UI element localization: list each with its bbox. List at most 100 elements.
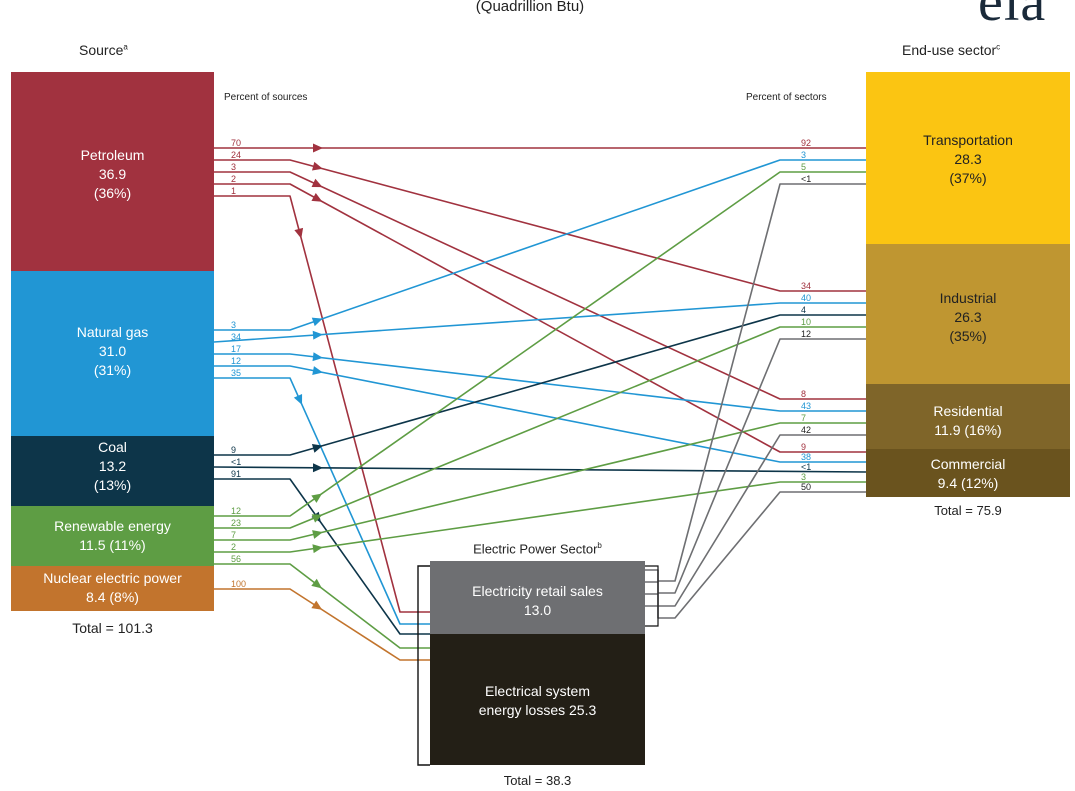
flow-line <box>645 338 866 594</box>
sector-percent-label: 8 <box>801 389 807 399</box>
source-coal-value: 13.2 <box>98 458 127 474</box>
flow-line <box>214 422 866 541</box>
source-petroleum-share: (36%) <box>93 185 132 201</box>
percent-of-sectors-label: Percent of sectors <box>746 92 827 103</box>
flow-line <box>645 491 866 619</box>
source-percent-label: 12 <box>231 356 242 366</box>
sector-percent-label: 92 <box>801 138 812 148</box>
flow-line <box>214 365 866 463</box>
sector-residential-name: Residential <box>933 403 1003 419</box>
flow-arrow-icon <box>313 143 323 153</box>
flow-line <box>645 434 866 607</box>
source-natural-gas-name: Natural gas <box>76 324 149 340</box>
sector-commercial-value: 9.4 (12%) <box>937 475 999 491</box>
flow-arrow-icon <box>311 444 323 453</box>
flow-arrow-icon <box>312 161 323 171</box>
source-box-petroleum: Petroleum 36.9 (36%) <box>11 72 214 271</box>
sector-percent-label: 50 <box>801 482 812 492</box>
source-percent-label: 91 <box>231 469 242 479</box>
flow-arrow-icon <box>293 393 303 405</box>
source-percent-label: 3 <box>231 320 237 330</box>
sector-residential-value: 11.9 (16%) <box>934 422 1002 438</box>
eia-logo: eia <box>978 0 1047 33</box>
sector-percent-label: <1 <box>801 174 812 184</box>
sector-percent-label: 4 <box>801 305 807 315</box>
flow-arrow-icon <box>312 330 323 340</box>
flow-arrow-icon <box>311 317 323 327</box>
retail-sales-label: Electricity retail sales <box>472 583 603 599</box>
flow-line <box>214 326 866 529</box>
flow-line <box>214 478 430 635</box>
source-percent-label: 1 <box>231 186 237 196</box>
sector-percent-label: 38 <box>801 452 812 462</box>
sector-percent-label: 40 <box>801 293 812 303</box>
sector-percent-label: 42 <box>801 425 812 435</box>
sector-percent-label: 7 <box>801 413 807 423</box>
flow-arrow-icon <box>312 463 323 473</box>
sector-percent-label: <1 <box>801 462 812 472</box>
flow-line <box>214 314 866 456</box>
sector-industrial-name: Industrial <box>939 290 997 306</box>
sector-percent-label: 5 <box>801 162 807 172</box>
flow-line <box>214 563 430 649</box>
diagram-subtitle: (Quadrillion Btu) <box>475 0 585 15</box>
source-percent-label: 9 <box>231 445 237 455</box>
electric-power-total: Total = 38.3 <box>503 773 572 788</box>
sector-box-industrial: Industrial 26.3 (35%) <box>866 244 1070 384</box>
sector-percent-label: 9 <box>801 442 807 452</box>
source-total: Total = 101.3 <box>72 620 153 636</box>
sector-percent-label: 12 <box>801 329 812 339</box>
source-percent-label: 56 <box>231 554 242 564</box>
source-nuclear-value: 8.4 (8%) <box>86 589 139 605</box>
source-box-coal: Coal 13.2 (13%) <box>11 436 214 506</box>
source-percent-label: 100 <box>231 579 247 589</box>
source-renewable-name: Renewable energy <box>54 518 171 534</box>
sector-industrial-value: 26.3 <box>954 309 982 325</box>
enduse-heading: End-use sectorc <box>902 42 1001 58</box>
source-nuclear-name: Nuclear electric power <box>43 570 182 586</box>
source-percent-label: 24 <box>231 150 242 160</box>
flow-arrow-icon <box>312 366 323 375</box>
flow-arrow-icon <box>312 352 323 362</box>
flow-arrow-icon <box>311 578 322 589</box>
source-percent-label: 35 <box>231 368 242 378</box>
flow-line <box>214 159 866 292</box>
flow-line <box>213 466 867 473</box>
flow-arrow-icon <box>311 178 323 188</box>
flow-line <box>214 159 866 331</box>
source-natural-gas-share: (31%) <box>93 362 132 378</box>
sector-transportation-share: (37%) <box>949 170 987 186</box>
electricity-retail-sales-box: Electricity retail sales 13.0 <box>430 561 645 634</box>
source-percent-label: 17 <box>231 344 242 354</box>
flow-line <box>214 195 430 613</box>
source-percent-label: 12 <box>231 506 242 516</box>
sector-percent-label: 3 <box>801 472 807 482</box>
system-losses-label: Electrical system <box>484 683 591 699</box>
source-percent-label: 23 <box>231 518 242 528</box>
source-natural-gas-value: 31.0 <box>98 343 127 359</box>
source-petroleum-value: 36.9 <box>98 166 127 182</box>
retail-sales-value: 13.0 <box>523 602 552 618</box>
sector-box-residential: Residential 11.9 (16%) <box>866 384 1070 449</box>
flow-line <box>645 183 866 582</box>
source-percent-label: <1 <box>231 457 242 467</box>
sector-transportation-name: Transportation <box>923 132 1013 148</box>
flow-arrow-icon <box>311 192 323 202</box>
sector-percent-label: 3 <box>801 150 807 160</box>
source-box-renewable: Renewable energy 11.5 (11%) <box>11 506 214 566</box>
sector-industrial-share: (35%) <box>949 328 987 344</box>
electric-power-bracket <box>417 565 430 766</box>
flow-arrow-icon <box>312 544 323 554</box>
flow-line <box>214 588 430 661</box>
sector-commercial-name: Commercial <box>930 456 1006 472</box>
source-heading: Sourcea <box>79 42 128 58</box>
source-percent-label: 3 <box>231 162 237 172</box>
flow-arrow-icon <box>294 227 304 239</box>
source-box-nuclear: Nuclear electric power 8.4 (8%) <box>11 566 214 611</box>
flow-line <box>214 353 866 412</box>
source-percent-label: 7 <box>231 530 237 540</box>
source-percent-label: 2 <box>231 174 237 184</box>
sector-box-commercial: Commercial 9.4 (12%) <box>866 449 1070 497</box>
